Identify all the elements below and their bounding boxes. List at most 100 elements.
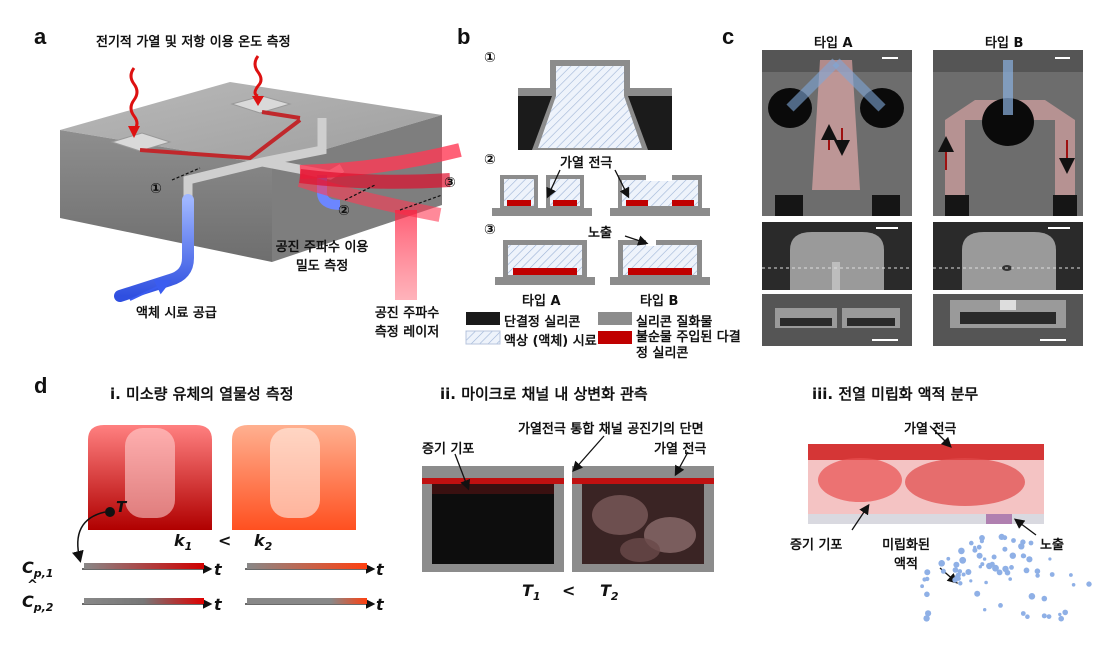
droplet xyxy=(1049,572,1055,577)
droplet xyxy=(1035,573,1040,578)
type-a-label-c: 타입 A xyxy=(814,36,853,51)
heater-pad-right xyxy=(230,95,292,114)
panel-letter-c: c xyxy=(722,24,735,49)
droplet xyxy=(925,610,932,617)
droplet xyxy=(1058,612,1062,617)
k1-label: k1 xyxy=(174,531,193,554)
marker-3-a: ③ xyxy=(444,175,456,191)
droplet xyxy=(956,576,961,581)
t-axis-1: t xyxy=(214,560,222,579)
t2-label: T2 xyxy=(600,581,619,604)
exposure-label-iii: 노출 xyxy=(1040,538,1064,553)
droplet xyxy=(920,584,924,589)
droplet xyxy=(924,569,931,576)
cp2-label: Cp,2 xyxy=(22,592,54,615)
droplet xyxy=(972,547,978,553)
droplet xyxy=(998,603,1003,608)
droplet-label: 미립화된 액적 xyxy=(882,538,930,572)
droplet xyxy=(984,580,988,585)
droplet xyxy=(1008,577,1012,581)
legend-label-nitride: 실리콘 질화물 xyxy=(636,315,713,330)
type-b-label-c: 타입 B xyxy=(985,36,1024,51)
t1-label: T1 xyxy=(522,581,541,604)
less-than-k: < xyxy=(218,531,232,550)
marker-1-a: ① xyxy=(150,181,162,197)
droplet xyxy=(1020,553,1026,559)
droplet xyxy=(958,581,963,586)
droplet xyxy=(959,556,967,564)
legend-swatch-liquid xyxy=(465,330,501,345)
type-b-label-b: 타입 B xyxy=(640,294,679,309)
droplet xyxy=(1058,615,1064,622)
legend-label-silicon: 단결정 실리콘 xyxy=(504,315,581,330)
vapor-bubble-label-iii: 증기 기포 xyxy=(790,538,843,553)
droplet xyxy=(992,564,999,572)
droplet xyxy=(976,552,983,559)
droplet xyxy=(991,554,997,560)
droplet xyxy=(959,548,963,552)
sem-type-b-top xyxy=(933,50,1083,216)
droplet xyxy=(925,576,930,582)
droplet xyxy=(924,591,930,598)
droplet xyxy=(1086,581,1092,587)
t-axis-2: t xyxy=(376,560,384,579)
section-title-iii: iii. 전열 미립화 액적 분무 xyxy=(812,385,979,403)
legend-label-liquid: 액상 (액체) 시료 xyxy=(504,334,597,349)
droplet xyxy=(1028,540,1034,546)
droplet xyxy=(961,572,966,577)
droplet xyxy=(969,579,973,583)
step-2-b: ② xyxy=(484,152,496,168)
droplet xyxy=(953,561,960,568)
heater-label-ii: 가열 전극 xyxy=(654,442,707,457)
t-axis-4: t xyxy=(376,595,384,614)
droplet xyxy=(1062,609,1068,616)
droplet xyxy=(1046,614,1052,619)
droplet xyxy=(978,565,982,569)
droplet xyxy=(940,568,946,574)
droplet xyxy=(1041,595,1048,602)
panel-d-iii-drawing xyxy=(808,425,1044,584)
sem-type-b-bottom xyxy=(933,294,1083,346)
step-3-b: ③ xyxy=(484,222,496,238)
droplet xyxy=(1002,535,1008,541)
sem-type-a-top xyxy=(762,50,912,216)
heating-measurement-label: 전기적 가열 및 저항 이용 온도 측정 xyxy=(96,35,291,50)
droplet xyxy=(986,562,993,570)
panel-letter-b: b xyxy=(457,24,471,49)
density-label: 공진 주파수 이용 밀도 측정 xyxy=(275,240,369,274)
heater-pad-left xyxy=(110,132,172,152)
step-1-b: ① xyxy=(484,50,496,66)
cross-section-label: 가열전극 통합 채널 공진기의 단면 xyxy=(518,422,704,437)
cp1-label: Cp,1 xyxy=(22,558,54,581)
heater-label-iii: 가열 전극 xyxy=(904,422,957,437)
droplet xyxy=(979,535,985,541)
type-a-label-b: 타입 A xyxy=(522,294,561,309)
chip-block xyxy=(60,82,442,262)
sem-type-a-bottom xyxy=(762,294,912,346)
droplet xyxy=(1011,538,1016,543)
panel-letter-a: a xyxy=(34,24,47,49)
t-axis-3: t xyxy=(214,595,222,614)
legend-swatch-silicon xyxy=(466,312,500,325)
temperature-label: T xyxy=(116,498,127,516)
droplet xyxy=(938,560,945,567)
droplet xyxy=(1023,567,1030,574)
droplet xyxy=(969,540,974,546)
panel-letter-d: d xyxy=(34,373,48,398)
droplet xyxy=(996,569,1003,576)
droplet xyxy=(1009,552,1016,559)
heater-label-b: 가열 전극 xyxy=(560,156,613,171)
droplet xyxy=(952,567,959,573)
droplet xyxy=(1009,565,1014,570)
panel-b-step2-drawing xyxy=(492,175,710,216)
sem-type-a-middle xyxy=(762,222,912,290)
section-title-i: i. 미소량 유체의 열물성 측정 xyxy=(110,385,294,403)
sem-type-b-middle xyxy=(933,222,1083,290)
droplet xyxy=(976,544,982,550)
less-than-t: < xyxy=(562,581,576,600)
droplet xyxy=(965,569,972,575)
legend-label-polysilicon: 불순물 주입된 다결정 실리콘 xyxy=(636,330,741,361)
panel-d-ii-drawing xyxy=(422,435,714,572)
droplet xyxy=(1041,613,1047,619)
